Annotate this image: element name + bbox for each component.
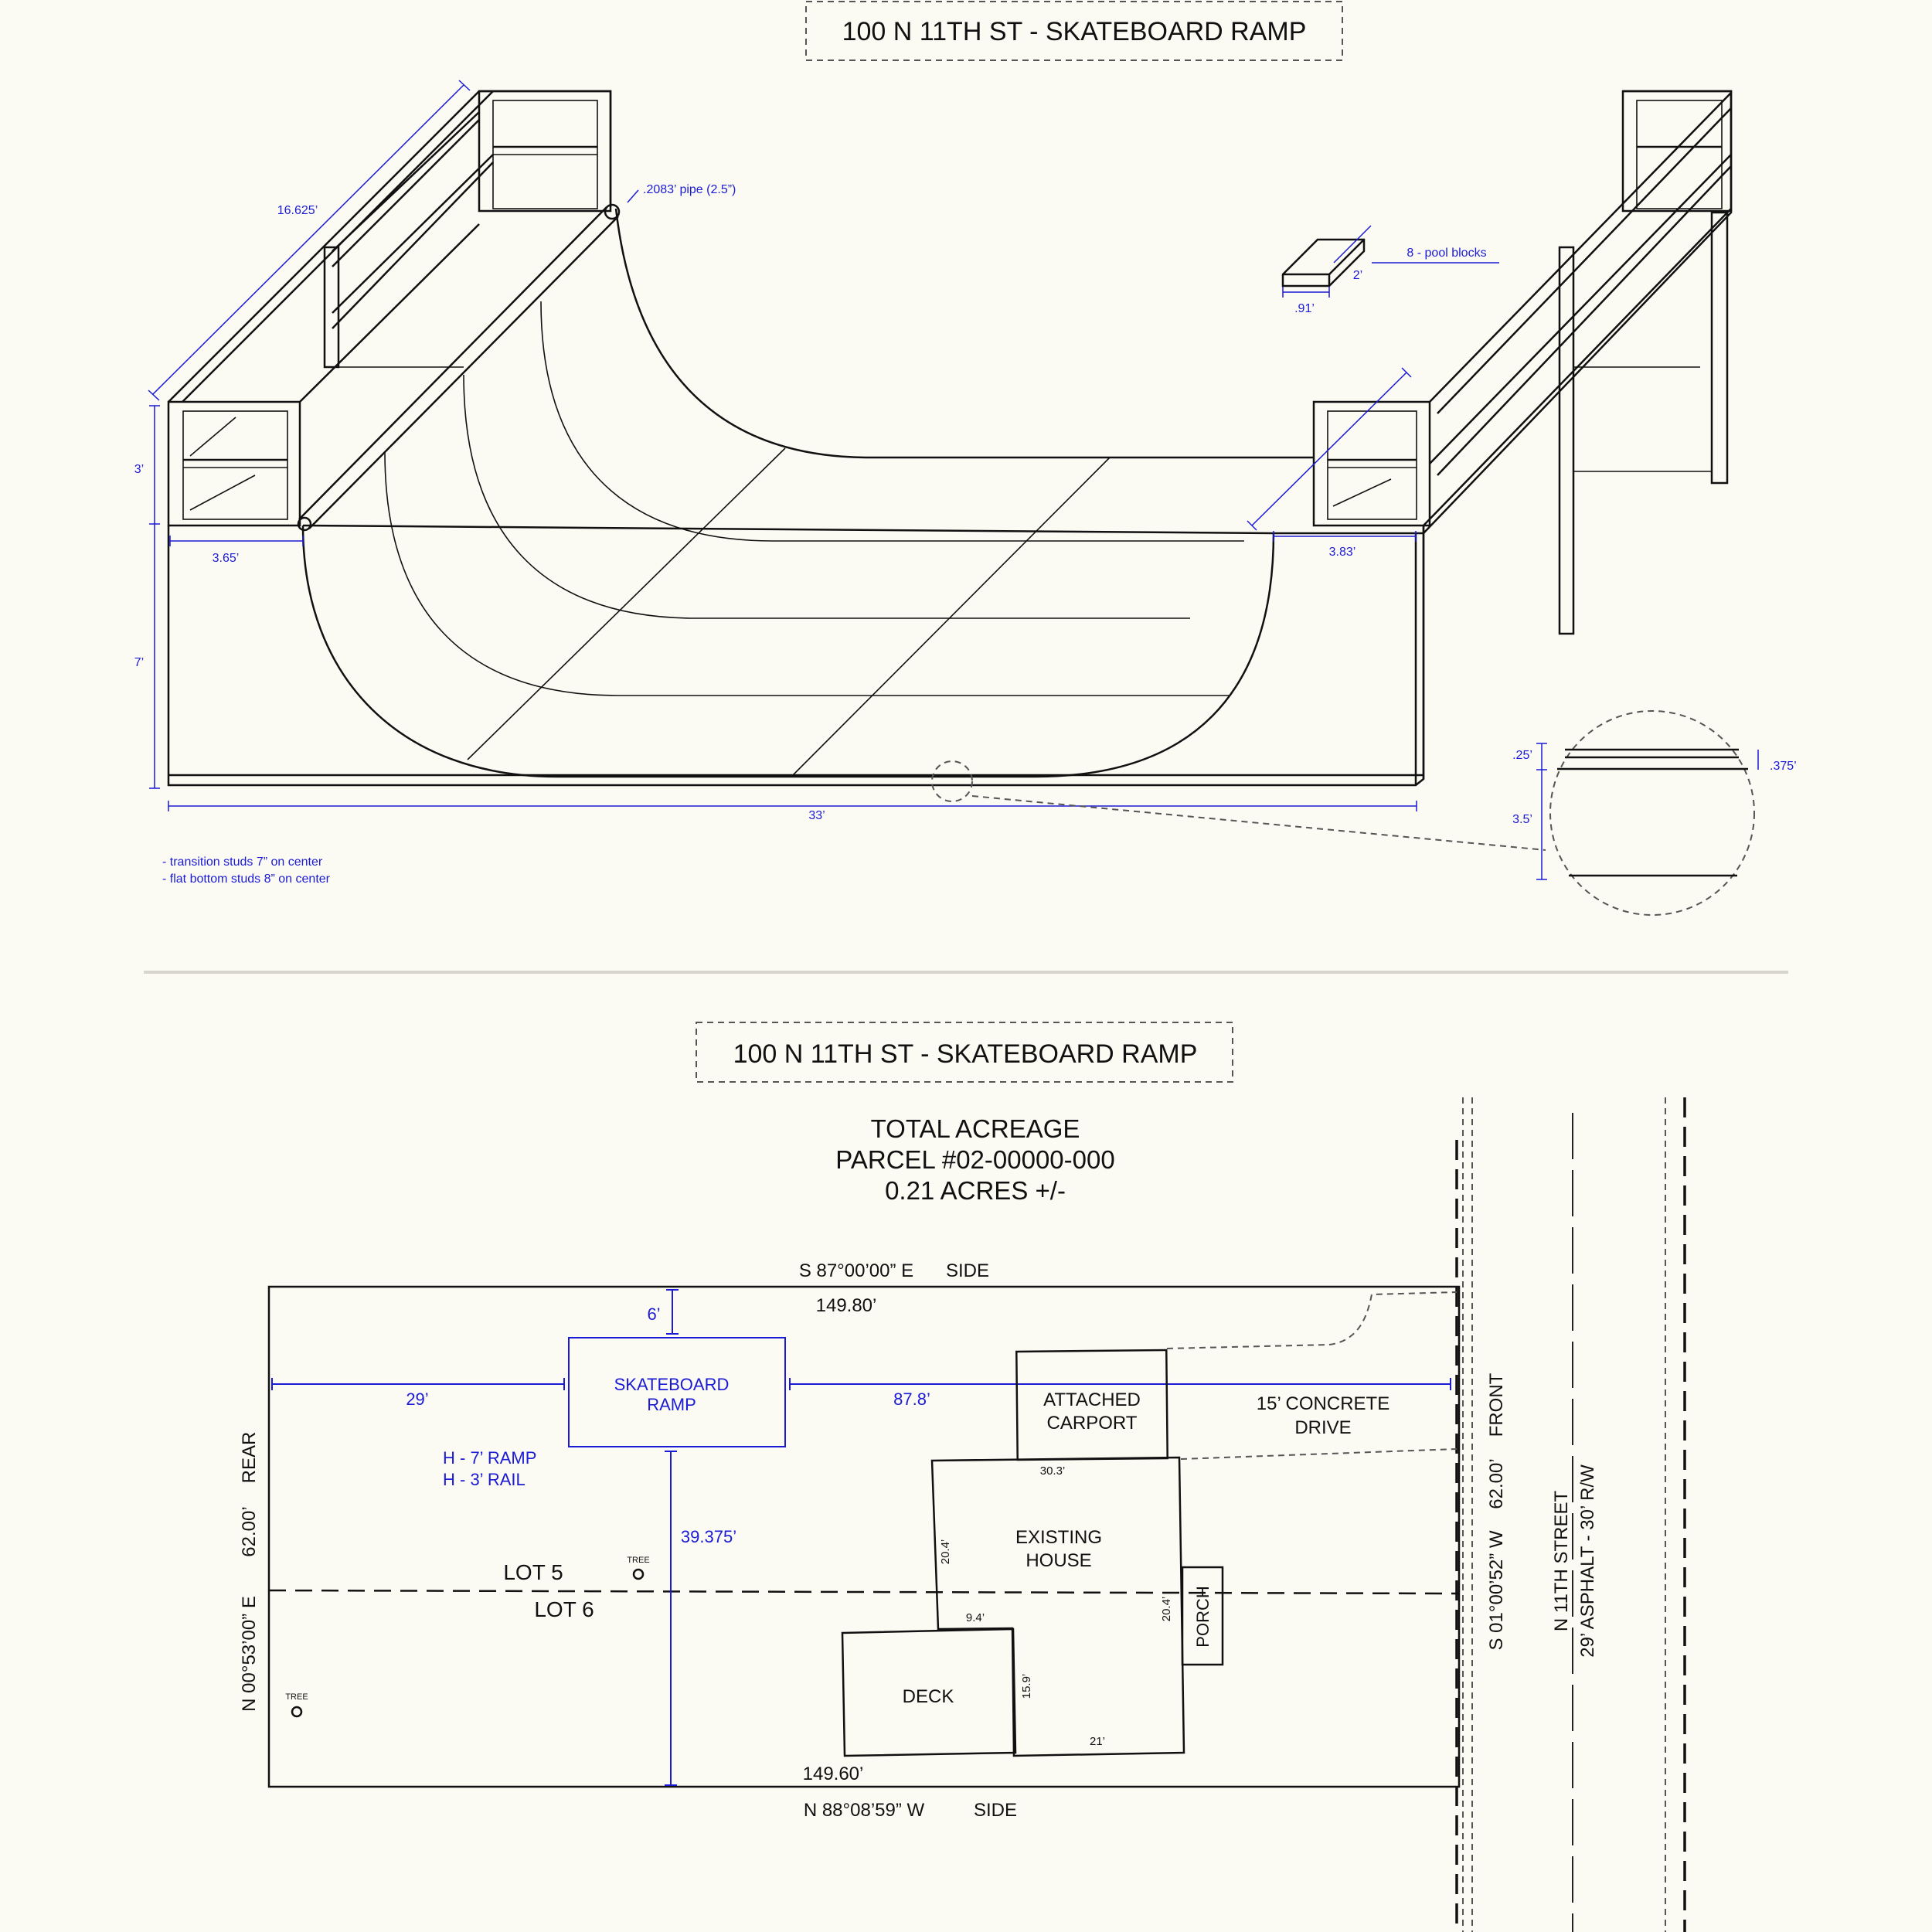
street-name: N 11TH STREET: [1551, 1491, 1572, 1632]
site-title: 100 N 11TH ST - SKATEBOARD RAMP: [733, 1039, 1198, 1069]
concrete-drive: 15’ CONCRETE DRIVE: [1166, 1291, 1458, 1460]
top-side: SIDE: [946, 1260, 989, 1281]
left-bearing: N 00°53’00” E: [239, 1596, 260, 1712]
coping-detail: .25’ 3.5’ .375’: [931, 710, 1797, 916]
tree-2: TREE: [285, 1692, 308, 1718]
existing-house: EXISTING HOUSE 30.3’ 20.4’ 20.4’ 9.4’ 15…: [930, 1456, 1185, 1757]
detail-height-dim: 3.5’: [1512, 813, 1532, 826]
left-length: 62.00’: [239, 1506, 260, 1556]
house-dim-right: 20.4’: [1160, 1597, 1173, 1622]
house-dim-deck-side: 15.9’: [1020, 1674, 1033, 1699]
lot-5-label: LOT 5: [503, 1560, 563, 1584]
porch: PORCH: [1181, 1566, 1224, 1666]
detail-right-dim: .375’: [1770, 760, 1797, 773]
street-subtitle: 29’ ASPHALT - 30’ R/W: [1577, 1464, 1598, 1658]
house-dim-mid: 9.4’: [966, 1611, 985, 1624]
tree-1-label: TREE: [627, 1556, 649, 1565]
right-label: FRONT: [1486, 1372, 1507, 1437]
dim-deck-diagonal: 16.625’: [277, 204, 318, 217]
pool-block: [1281, 238, 1366, 287]
ramp-note-2: H - 3’ RAIL: [443, 1470, 526, 1489]
dim-rail-height: 3’: [134, 463, 144, 476]
dim-ramp-height: 7’: [134, 656, 144, 669]
dim-ramp-right: 87.8’: [893, 1389, 930, 1409]
drive-label-1: 15’ CONCRETE: [1257, 1393, 1389, 1414]
bottom-bearing: N 88°08’59” W: [804, 1800, 925, 1821]
dim-pipe: .2083’ pipe (2.5”): [643, 183, 736, 196]
left-deck: [167, 90, 612, 527]
lot-6-label: LOT 6: [534, 1597, 594, 1621]
street-lines: [1455, 1097, 1686, 1932]
carport: ATTACHED CARPORT: [1015, 1349, 1168, 1461]
note-transition-studs: - transition studs 7” on center: [162, 855, 323, 869]
lot-line-5-6: [268, 1589, 1460, 1595]
dim-ramp-top: 6’: [647, 1304, 660, 1324]
right-bearing: S 01°00’52” W: [1486, 1530, 1507, 1650]
dim-ramp-bottom: 39.375’: [681, 1527, 736, 1546]
ramp-offsets: 6’ 29’ 87.8’ 39.375’ H - 7’ RAMP H - 3’ …: [271, 1289, 1451, 1786]
dim-block-width: 2’: [1353, 269, 1362, 282]
elevation-title-box: [805, 1, 1343, 61]
tree-2-label: TREE: [285, 1692, 308, 1702]
ramp-footprint: SKATEBOARD RAMP: [568, 1337, 786, 1447]
carport-label-1: ATTACHED: [1043, 1389, 1141, 1410]
elevation-dimensions: 16.625’ .2083’ pipe (2.5”) 3’ 7’ 3.65’ 3…: [134, 80, 1499, 822]
ramp-base: [167, 526, 1425, 787]
bottom-length: 149.60’: [803, 1764, 864, 1784]
bottom-side: SIDE: [974, 1800, 1017, 1821]
note-flat-bottom-studs: - flat bottom studs 8” on center: [162, 872, 331, 886]
carport-label-2: CARPORT: [1047, 1413, 1138, 1434]
acreage-line-1: TOTAL ACREAGE: [871, 1114, 1080, 1143]
top-bearing: S 87°00’00” E: [799, 1260, 913, 1281]
elevation-title: 100 N 11TH ST - SKATEBOARD RAMP: [842, 17, 1307, 46]
site-plan: 100 N 11TH ST - SKATEBOARD RAMP TOTAL AC…: [239, 1022, 1686, 1932]
dim-deck-left: 3.65’: [213, 552, 240, 565]
left-label: REAR: [239, 1432, 260, 1484]
right-length: 62.00’: [1486, 1458, 1507, 1509]
deck-label: DECK: [903, 1686, 954, 1707]
tree-1: TREE: [627, 1556, 650, 1580]
acreage-line-2: PARCEL #02-00000-000: [835, 1145, 1114, 1174]
coping-pipe: [297, 203, 621, 532]
dim-block-depth: .91’: [1294, 302, 1315, 315]
site-title-box: [696, 1022, 1233, 1083]
detail-top-dim: .25’: [1512, 749, 1532, 762]
top-length: 149.80’: [816, 1295, 877, 1316]
ramp-transition: [301, 208, 1314, 778]
deck: DECK: [841, 1628, 1017, 1757]
house-dim-bottom: 21’: [1090, 1735, 1105, 1748]
house-label-2: HOUSE: [1026, 1550, 1091, 1571]
lot-boundary: [267, 1285, 1461, 1788]
dim-width: 33’: [808, 809, 825, 822]
house-dim-left: 20.4’: [939, 1539, 952, 1565]
acreage-line-3: 0.21 ACRES +/-: [885, 1176, 1066, 1205]
drive-label-2: DRIVE: [1294, 1417, 1351, 1438]
dim-deck-right: 3.83’: [1329, 546, 1356, 559]
elevation-view: 100 N 11TH ST - SKATEBOARD RAMP: [134, 1, 1797, 916]
porch-label: PORCH: [1193, 1586, 1213, 1647]
dim-ramp-left: 29’: [406, 1389, 428, 1409]
house-dim-top: 30.3’: [1040, 1464, 1066, 1478]
ramp-label-2: RAMP: [647, 1395, 696, 1414]
ramp-label-1: SKATEBOARD: [614, 1375, 730, 1394]
dim-pool-blocks: 8 - pool blocks: [1406, 247, 1486, 260]
right-deck: [1274, 90, 1733, 635]
house-label-1: EXISTING: [1015, 1527, 1102, 1548]
ramp-note-1: H - 7’ RAMP: [443, 1448, 536, 1468]
